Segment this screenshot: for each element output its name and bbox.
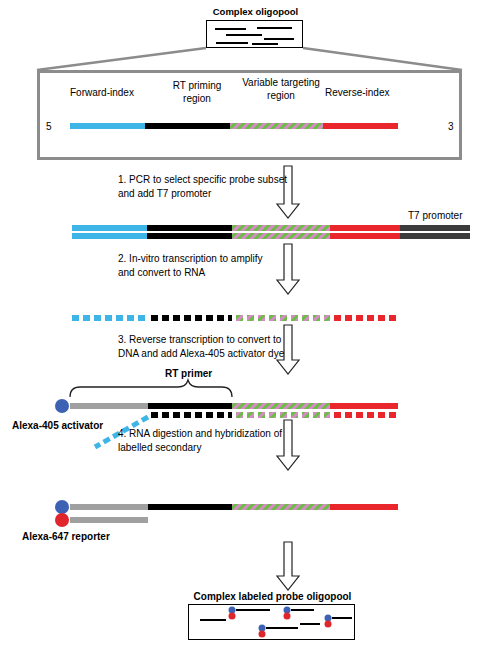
region-label: Forward-index (70, 86, 160, 99)
step-arrow (277, 166, 299, 218)
zoom-line (37, 48, 206, 70)
strand-segment (330, 504, 398, 510)
oligo-fragment (226, 34, 262, 36)
region-label: Reverse-index (325, 86, 415, 99)
step-label: 2. In-vitro transcription to amplify and… (118, 252, 273, 280)
end-label: 5 (46, 120, 58, 133)
strand-segment (232, 403, 330, 409)
pool-probe (266, 627, 298, 629)
rna-segment (72, 315, 147, 321)
pool-dye (284, 613, 291, 620)
oligo-fragment (264, 38, 294, 40)
pool-dye (325, 621, 332, 628)
pool-box: Complex oligopool (206, 20, 303, 48)
connectors (37, 48, 462, 70)
strand-segment (330, 225, 400, 231)
oligo-fragments (215, 28, 294, 44)
activator-dye (55, 399, 69, 413)
pool-probe (300, 623, 320, 625)
oligo-fragment (257, 27, 292, 29)
pool-dye (325, 615, 332, 622)
pool-dye (229, 607, 236, 614)
probe-template-bar (70, 123, 398, 129)
oligo-fragment (215, 28, 246, 30)
forward-index-segment (70, 123, 145, 129)
strand-segment (147, 225, 232, 231)
rna-segment (236, 412, 330, 418)
strand-segment (147, 233, 232, 239)
rna-segment (236, 315, 330, 321)
pool-dye (284, 607, 291, 614)
secondary-strand (70, 517, 148, 523)
labelled-pool-box: Complex labeled probe oligopool (188, 604, 355, 640)
end-label: 3 (448, 120, 460, 133)
rna-segment (334, 315, 400, 321)
strand-segment (232, 233, 330, 239)
targeting-segment (230, 123, 323, 129)
dye-label: Alexa-647 reporter (22, 530, 132, 544)
step-label: 1. PCR to select specific probe subset a… (118, 173, 298, 201)
pool-dye (229, 613, 236, 620)
labelled-pool-probes (200, 607, 352, 638)
strand-segment (148, 504, 232, 510)
reporter-dye (55, 513, 69, 527)
oligo-fragment (252, 43, 278, 45)
rna-segment (334, 412, 398, 418)
step-arrow (277, 244, 299, 294)
region-label: Variable targeting region (242, 76, 320, 102)
strand-segment (72, 225, 147, 231)
rt-primer-brace (70, 380, 232, 397)
region-label: T7 promoter (408, 209, 488, 223)
pool-dye (259, 631, 266, 638)
step-arrow (277, 542, 299, 590)
region-label: RT priming region (167, 79, 227, 105)
step-label: 4. RNA digestion and hybridization of la… (118, 427, 293, 455)
strand-segment (72, 233, 147, 239)
pool-dye (259, 625, 266, 632)
oligo-fragment (216, 42, 248, 44)
t7-segment (400, 225, 470, 231)
pcr-double-strand (72, 225, 470, 239)
rt-priming-segment (145, 123, 230, 129)
strand-segment (330, 233, 400, 239)
t7-segment (400, 233, 470, 239)
step-label: 3. Reverse transcription to convert to D… (118, 333, 293, 361)
activator-dye (55, 500, 69, 514)
primer-label: RT primer (165, 367, 245, 381)
rna-strand (72, 315, 400, 321)
strand-segment (148, 403, 232, 409)
rna-segment (151, 315, 232, 321)
dye-label: Alexa-405 activator (12, 419, 127, 433)
strand-segment (330, 403, 398, 409)
zoom-line (303, 48, 462, 70)
pool-probe (332, 617, 352, 619)
pool-probe (236, 609, 270, 611)
pool-probe (200, 619, 226, 621)
pool-heading: Complex labeled probe oligopool (159, 590, 386, 603)
labelled-probe (55, 500, 398, 527)
reverse-index-segment (323, 123, 398, 129)
strand-segment (232, 504, 330, 510)
strand-segment (232, 225, 330, 231)
pool-heading: Complex oligopool (187, 5, 324, 18)
pool-probe (291, 609, 314, 611)
strand-segment (70, 504, 148, 510)
strand-segment (70, 403, 148, 409)
rna-segment (151, 412, 232, 418)
probe-zoom-box: Forward-index RT priming region Variable t… (37, 70, 462, 160)
rt-hybrid (55, 399, 398, 447)
step-arrow (277, 420, 299, 470)
